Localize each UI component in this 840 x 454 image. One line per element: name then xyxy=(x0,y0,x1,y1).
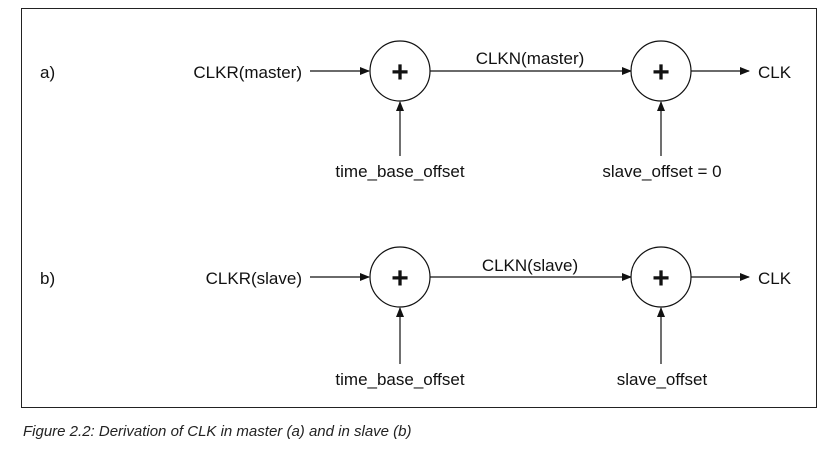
adder-plus: + xyxy=(391,56,409,89)
adder-plus: + xyxy=(652,56,670,89)
middle-label: CLKN(slave) xyxy=(482,256,578,275)
output-label: CLK xyxy=(758,63,792,82)
middle-label: CLKN(master) xyxy=(476,49,585,68)
offset-label: slave_offset xyxy=(617,370,708,389)
input-label: CLKR(master) xyxy=(193,63,302,82)
row-b: b) CLKR(slave) + time_base_offset CLKN(s… xyxy=(40,246,792,389)
output-label: CLK xyxy=(758,269,792,288)
input-label: CLKR(slave) xyxy=(206,269,302,288)
adder-plus: + xyxy=(652,262,670,295)
offset-label: time_base_offset xyxy=(335,370,464,389)
offset-label: slave_offset = 0 xyxy=(602,162,721,181)
row-tag: a) xyxy=(40,63,55,82)
adder-plus: + xyxy=(391,262,409,295)
row-a: a) CLKR(master) + time_base_offset CLKN(… xyxy=(40,40,792,181)
offset-label: time_base_offset xyxy=(335,162,464,181)
figure-caption: Figure 2.2: Derivation of CLK in master … xyxy=(23,423,412,440)
diagram-frame xyxy=(21,8,817,408)
row-tag: b) xyxy=(40,269,55,288)
